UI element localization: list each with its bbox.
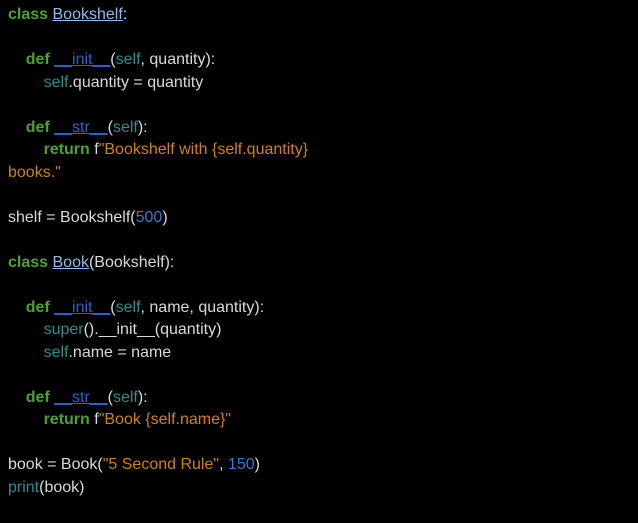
token-plain bbox=[8, 389, 26, 406]
token-plain: book = Book( bbox=[8, 456, 103, 473]
token-plain: , name, quantity): bbox=[140, 298, 265, 316]
token-plain bbox=[8, 119, 26, 136]
token-plain: ( bbox=[107, 118, 113, 136]
code-line: self.quantity = quantity bbox=[8, 72, 630, 95]
token-builtin: self bbox=[115, 51, 141, 68]
code-line: def __init__(self, name, quantity): bbox=[8, 297, 630, 320]
token-class-name: Bookshelf bbox=[52, 6, 123, 23]
token-plain: ) bbox=[254, 456, 260, 473]
token-string: "Book {self.name}" bbox=[98, 411, 232, 428]
code-line bbox=[8, 274, 630, 297]
token-builtin: self bbox=[43, 343, 69, 361]
token-plain: , quantity): bbox=[140, 51, 216, 68]
token-plain bbox=[8, 141, 44, 158]
token-plain bbox=[8, 74, 44, 91]
code-line: def __str__(self): bbox=[8, 117, 630, 140]
token-class-name: Book bbox=[52, 253, 89, 271]
code-line bbox=[8, 94, 630, 117]
token-plain: f bbox=[89, 411, 99, 428]
token-plain: ) bbox=[162, 208, 168, 226]
token-method-name: __init__ bbox=[54, 51, 111, 68]
token-plain: , bbox=[219, 456, 228, 473]
token-keyword: def bbox=[25, 118, 50, 136]
token-method-name: __init__ bbox=[54, 298, 111, 316]
token-keyword: class bbox=[8, 253, 49, 271]
code-line: books." bbox=[8, 162, 630, 185]
code-line: def __str__(self): bbox=[8, 387, 630, 410]
token-plain: ): bbox=[137, 118, 148, 136]
token-builtin: super bbox=[43, 321, 84, 338]
code-line bbox=[8, 432, 630, 455]
token-builtin: self bbox=[43, 73, 69, 91]
token-keyword: def bbox=[25, 51, 50, 68]
token-builtin: self bbox=[115, 298, 141, 316]
token-keyword: def bbox=[25, 298, 50, 316]
token-plain: ( bbox=[110, 51, 116, 68]
token-string: "5 Second Rule" bbox=[102, 456, 220, 473]
token-string: books." bbox=[8, 163, 61, 181]
code-line: super().__init__(quantity) bbox=[8, 319, 630, 342]
token-plain bbox=[8, 321, 44, 338]
token-plain bbox=[8, 299, 26, 316]
token-keyword: return bbox=[43, 411, 90, 428]
code-line: return f"Bookshelf with {self.quantity} bbox=[8, 139, 630, 162]
token-builtin: print bbox=[8, 478, 40, 496]
token-plain: f bbox=[89, 141, 99, 158]
token-method-name: __str__ bbox=[54, 118, 108, 136]
token-plain: : bbox=[122, 6, 128, 23]
token-plain: .quantity = quantity bbox=[68, 73, 204, 91]
token-plain bbox=[8, 344, 44, 361]
code-line: shelf = Bookshelf(500) bbox=[8, 207, 630, 230]
token-plain bbox=[8, 411, 44, 428]
code-line: def __init__(self, quantity): bbox=[8, 49, 630, 72]
token-plain: ): bbox=[137, 388, 148, 406]
token-plain: .name = name bbox=[68, 343, 172, 361]
code-line: book = Book("5 Second Rule", 150) bbox=[8, 454, 630, 477]
token-builtin: self bbox=[112, 118, 138, 136]
code-line: return f"Book {self.name}" bbox=[8, 409, 630, 432]
token-number: 150 bbox=[227, 456, 255, 473]
token-string: "Bookshelf with {self.quantity} bbox=[98, 141, 309, 158]
code-line: self.name = name bbox=[8, 342, 630, 365]
token-number: 500 bbox=[135, 208, 163, 226]
code-line bbox=[8, 229, 630, 252]
code-line: class Book(Bookshelf): bbox=[8, 252, 630, 275]
token-method-name: __str__ bbox=[54, 388, 108, 406]
token-plain: ( bbox=[107, 388, 113, 406]
token-builtin: self bbox=[112, 388, 138, 406]
token-keyword: class bbox=[8, 6, 49, 23]
code-line bbox=[8, 364, 630, 387]
code-line bbox=[8, 184, 630, 207]
code-line bbox=[8, 27, 630, 50]
token-plain: shelf = Bookshelf( bbox=[8, 208, 136, 226]
token-plain: (book) bbox=[39, 478, 85, 496]
token-keyword: return bbox=[43, 141, 90, 158]
token-plain: ().__init__(quantity) bbox=[83, 321, 222, 338]
code-line: class Bookshelf: bbox=[8, 4, 630, 27]
token-plain: ( bbox=[110, 298, 116, 316]
token-plain bbox=[8, 51, 26, 68]
token-keyword: def bbox=[25, 388, 50, 406]
code-line: print(book) bbox=[8, 477, 630, 500]
token-plain: (Bookshelf): bbox=[88, 253, 175, 271]
